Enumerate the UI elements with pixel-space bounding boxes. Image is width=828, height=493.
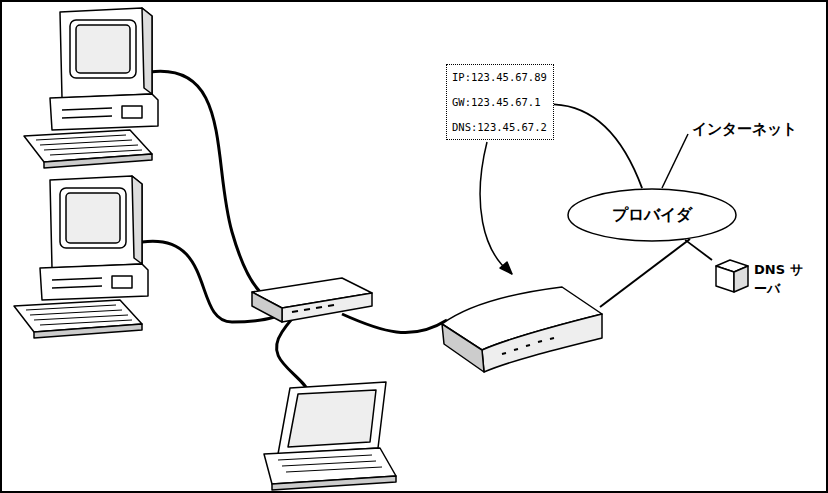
laptop-pc	[264, 382, 396, 490]
node-label: プロバイダ	[612, 205, 692, 226]
provider-ellipse: プロバイダ	[567, 188, 737, 242]
lan-cable	[142, 71, 447, 397]
desktop-pc	[14, 176, 148, 338]
network-label: インターネット	[692, 120, 797, 139]
leader-line	[662, 134, 688, 188]
router-modem	[442, 287, 602, 372]
dns-server: DNS サーバ	[712, 254, 822, 304]
connector-line	[685, 240, 712, 260]
address-text: GW:123.45.67.1	[452, 94, 548, 110]
connector-line	[554, 104, 642, 188]
address-callout: IP:123.45.67.89GW:123.45.67.1DNS:123.45.…	[446, 64, 554, 140]
leader-arrow	[500, 262, 512, 274]
server-cube	[712, 254, 752, 296]
address-text: DNS:123.45.67.2	[452, 119, 548, 135]
uplink-line	[600, 239, 690, 307]
leader-line	[480, 142, 512, 274]
network-hub	[252, 278, 372, 322]
node-label: DNS サーバ	[754, 260, 814, 298]
desktop-pc	[24, 8, 158, 168]
address-text: IP:123.45.67.89	[452, 69, 548, 85]
